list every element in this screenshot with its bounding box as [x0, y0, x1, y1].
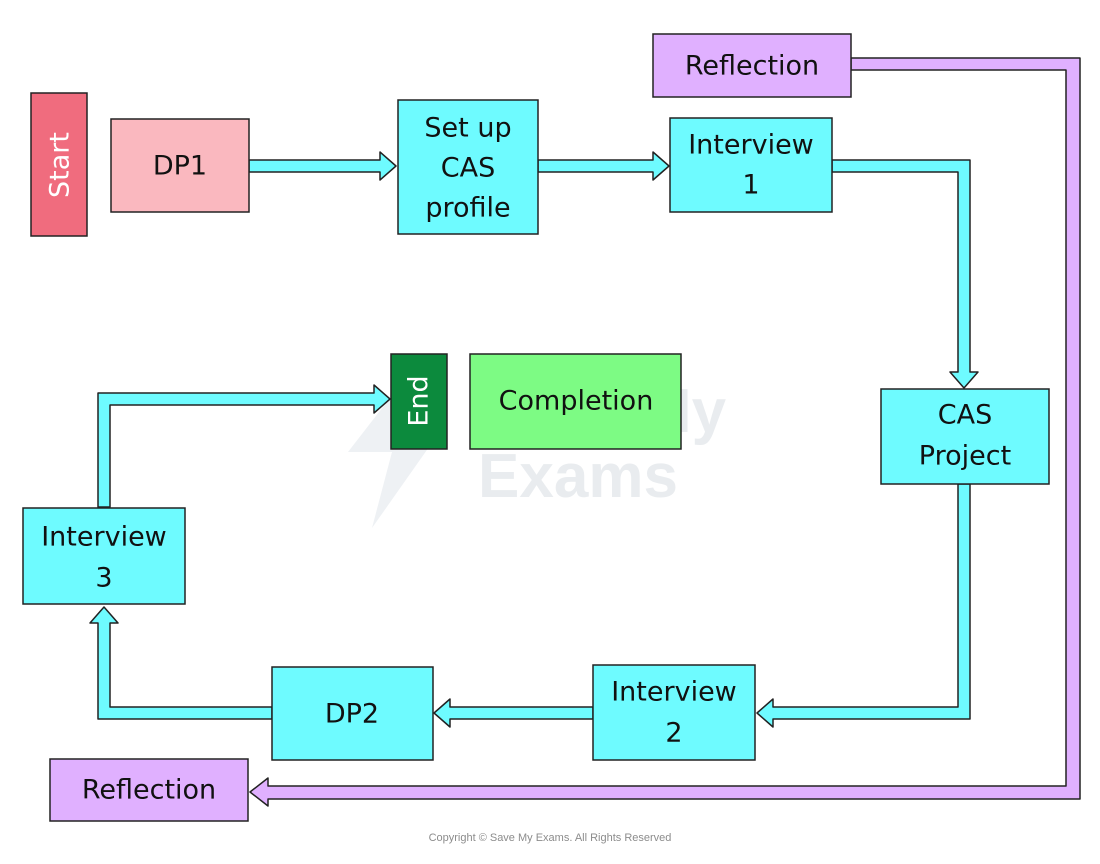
node-cas-project: CAS Project — [880, 388, 1050, 485]
watermark-line-2: Exams — [478, 442, 678, 511]
dp1-label: DP1 — [153, 151, 207, 182]
arrow-interview2-to-dp2 — [433, 698, 594, 728]
interview-1-line-2: 1 — [742, 170, 759, 201]
node-interview-3: Interview 3 — [22, 507, 186, 605]
arrow-cas-project-to-interview2 — [756, 483, 971, 728]
node-start: Start — [30, 92, 88, 237]
node-interview-1: Interview 1 — [669, 117, 833, 213]
cas-project-line-2: Project — [919, 441, 1011, 472]
node-cas-profile: Set up CAS profile — [397, 99, 539, 235]
interview-2-line-1: Interview — [611, 677, 737, 708]
node-end: End — [390, 353, 448, 450]
arrow-interview1-to-cas-project — [831, 159, 979, 389]
watermark-logo-icon — [348, 372, 448, 528]
arrow-cas-profile-to-interview1 — [537, 151, 670, 181]
node-interview-2: Interview 2 — [592, 664, 756, 761]
node-dp1: DP1 — [110, 118, 250, 213]
cas-profile-line-3: profile — [425, 193, 510, 224]
cas-project-line-1: CAS — [938, 400, 992, 431]
connectors — [89, 151, 979, 728]
cas-profile-line-2: CAS — [441, 153, 495, 184]
node-dp2: DP2 — [271, 666, 434, 761]
arrow-dp1-to-cas-profile — [248, 151, 397, 181]
start-label: Start — [45, 132, 76, 198]
reflection-bottom-label: Reflection — [82, 775, 216, 806]
cas-profile-line-1: Set up — [424, 113, 511, 144]
arrow-interview3-to-end — [97, 384, 391, 508]
node-reflection-top: Reflection — [652, 33, 852, 98]
arrow-dp2-to-interview3 — [89, 606, 273, 720]
end-label: End — [404, 375, 435, 426]
reflection-top-label: Reflection — [685, 51, 819, 82]
interview-2-line-2: 2 — [665, 718, 682, 749]
node-completion: Completion — [469, 353, 682, 450]
dp2-label: DP2 — [325, 699, 379, 730]
arrow-reflection-loop — [249, 57, 1081, 807]
interview-3-line-1: Interview — [41, 522, 167, 553]
copyright-notice: Copyright © Save My Exams. All Rights Re… — [428, 832, 672, 844]
node-reflection-bottom: Reflection — [49, 758, 249, 822]
interview-1-line-1: Interview — [688, 130, 814, 161]
interview-3-line-2: 3 — [95, 563, 112, 594]
completion-label: Completion — [499, 386, 654, 417]
